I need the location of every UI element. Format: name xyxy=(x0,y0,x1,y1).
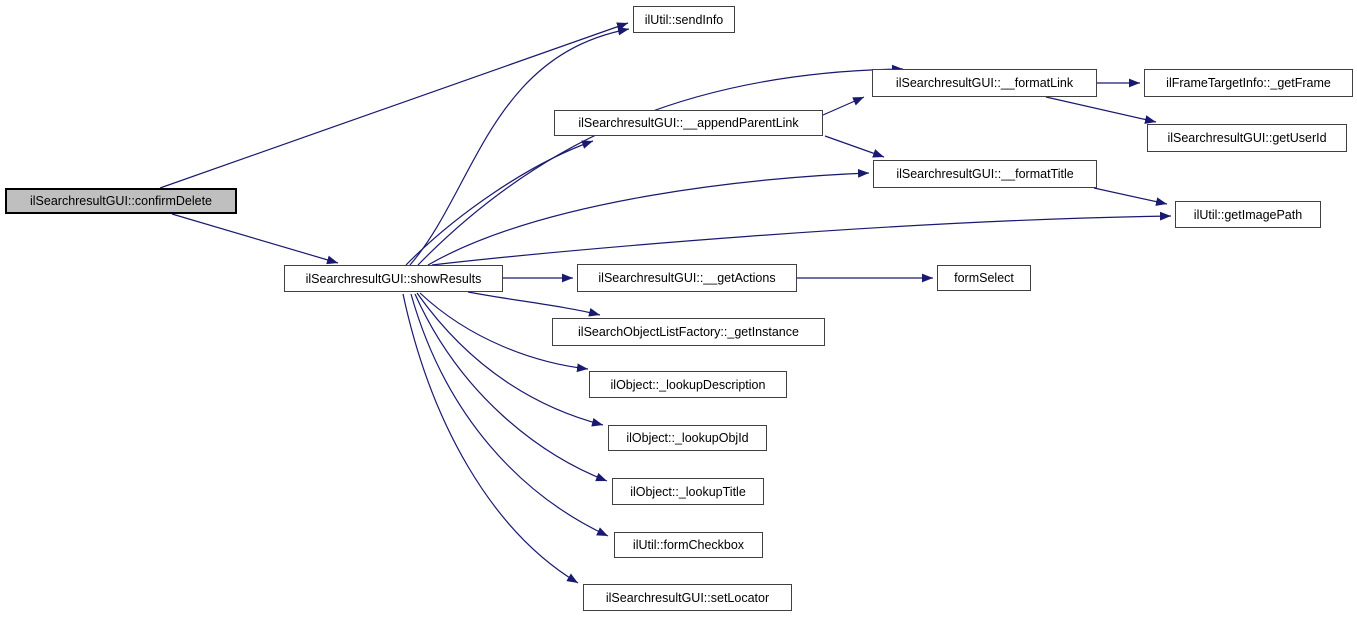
node-confirm-delete: ilSearchresultGUI::confirmDelete xyxy=(5,188,237,214)
edge-appendparentlink-formattitle xyxy=(824,135,885,158)
edge-showresults-formattitle xyxy=(427,169,870,266)
edge-appendparentlink-formatlink xyxy=(822,96,865,116)
edge-showresults-lookupdescription xyxy=(419,292,589,373)
node-send-info[interactable]: ilUtil::sendInfo xyxy=(633,6,735,33)
node-get-actions[interactable]: ilSearchresultGUI::__getActions xyxy=(577,264,797,292)
edge-showresults-formcheckbox xyxy=(410,293,609,537)
node-get-image-path[interactable]: ilUtil::getImagePath xyxy=(1175,201,1321,228)
node-format-title[interactable]: ilSearchresultGUI::__formatTitle xyxy=(873,160,1097,188)
node-get-frame[interactable]: ilFrameTargetInfo::_getFrame xyxy=(1144,69,1353,97)
node-format-link[interactable]: ilSearchresultGUI::__formatLink xyxy=(872,69,1097,97)
edge-formattitle-getimagepath xyxy=(1093,187,1168,206)
edge-showresults-lookupobjid xyxy=(416,292,604,427)
edge-formatlink-getuserid xyxy=(1045,96,1157,124)
edge-showresults-appendparentlink xyxy=(405,140,594,266)
node-lookup-title[interactable]: ilObject::_lookupTitle xyxy=(612,478,764,505)
edge-confirmdelete-sendinfo xyxy=(159,22,629,189)
node-form-checkbox[interactable]: ilUtil::formCheckbox xyxy=(614,532,763,558)
node-append-parent-link[interactable]: ilSearchresultGUI::__appendParentLink xyxy=(554,110,823,136)
node-form-select[interactable]: formSelect xyxy=(937,265,1031,291)
edge-showresults-getinstance xyxy=(467,291,601,317)
node-lookup-obj-id[interactable]: ilObject::_lookupObjId xyxy=(608,425,767,451)
edge-showresults-lookuptitle xyxy=(414,293,608,482)
node-show-results[interactable]: ilSearchresultGUI::showResults xyxy=(284,265,503,292)
edge-confirmdelete-showresults xyxy=(171,213,339,265)
edge-showresults-setlocator xyxy=(402,293,579,584)
node-get-user-id[interactable]: ilSearchresultGUI::getUserId xyxy=(1147,124,1347,152)
node-lookup-description[interactable]: ilObject::_lookupDescription xyxy=(589,371,787,398)
edge-showresults-sendinfo xyxy=(409,26,630,266)
node-set-locator[interactable]: ilSearchresultGUI::setLocator xyxy=(583,584,792,611)
edge-showresults-getimagepath xyxy=(431,211,1172,266)
node-get-instance[interactable]: ilSearchObjectListFactory::_getInstance xyxy=(552,318,825,346)
